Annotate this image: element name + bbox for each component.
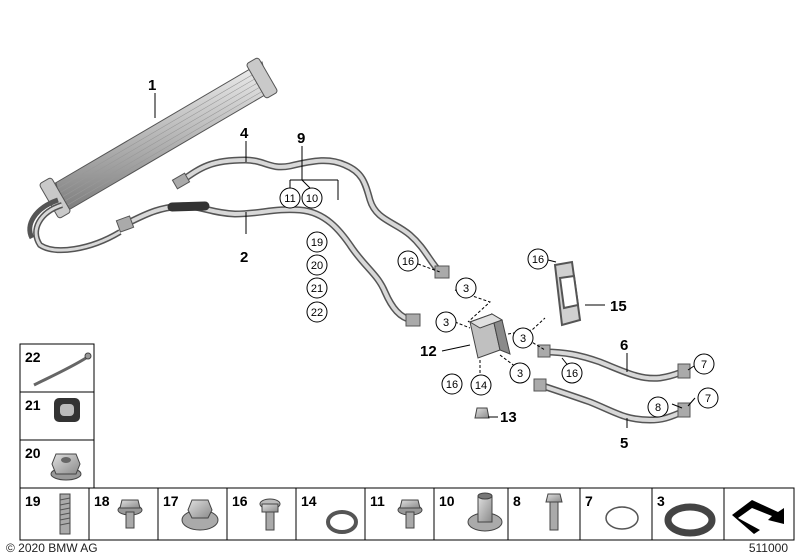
hex-bolt-icon xyxy=(397,499,423,529)
legend-3-label: 3 xyxy=(657,493,665,509)
circle-label-7a: 7 xyxy=(701,359,707,371)
collar-nut-icon xyxy=(50,453,82,481)
legend-7-label: 7 xyxy=(585,493,593,509)
circle-16a xyxy=(397,250,419,272)
legend-19-label: 19 xyxy=(25,493,41,509)
circle-14 xyxy=(470,374,492,396)
circle-label-10: 10 xyxy=(306,193,318,205)
circle-3c xyxy=(512,327,534,349)
callout-4: 4 xyxy=(240,125,249,142)
oil-line-5 xyxy=(533,378,691,424)
hex-bolt-icon xyxy=(117,499,143,529)
circled-labels xyxy=(279,187,719,418)
circle-3b xyxy=(435,311,457,333)
circle-label-16b: 16 xyxy=(532,254,544,266)
gasket-ring-icon xyxy=(664,503,716,537)
diagram-symbol-icon xyxy=(732,500,784,534)
grommet-icon xyxy=(54,398,80,422)
legend-17-label: 17 xyxy=(163,493,179,509)
circle-3a xyxy=(455,277,477,299)
circle-11 xyxy=(279,187,301,209)
oil-line-2 xyxy=(126,201,421,327)
circle-label-20: 20 xyxy=(311,260,323,272)
circle-label-19: 19 xyxy=(311,237,323,249)
circle-label-14: 14 xyxy=(475,380,487,392)
circle-16c xyxy=(561,362,583,384)
circle-21 xyxy=(306,277,328,299)
hex-bolt-icon xyxy=(545,493,563,531)
callout-5: 5 xyxy=(620,435,628,452)
legend-left: 22 21 20 xyxy=(19,343,95,489)
legend-bottom: 19 18 17 16 14 11 10 8 7 3 xyxy=(19,487,795,541)
circle-label-7b: 7 xyxy=(705,393,711,405)
oil-line-4 xyxy=(171,156,450,279)
legend-18-label: 18 xyxy=(94,493,110,509)
cooler-connector-pipes xyxy=(27,197,135,254)
circle-label-3b: 3 xyxy=(443,317,449,329)
circle-7a xyxy=(693,353,715,375)
circle-label-16d: 16 xyxy=(446,379,458,391)
circle-label-3d: 3 xyxy=(517,368,523,380)
callout-2: 2 xyxy=(240,249,248,266)
circle-label-16a: 16 xyxy=(402,256,414,268)
circle-8 xyxy=(647,396,669,418)
circle-3d xyxy=(509,362,531,384)
callout-6: 6 xyxy=(620,337,628,354)
legend-10-label: 10 xyxy=(439,493,455,509)
callout-9: 9 xyxy=(297,130,305,147)
cable-tie-icon xyxy=(33,352,92,387)
leader-lines xyxy=(154,93,696,428)
torx-bolt-icon xyxy=(259,498,281,531)
circle-20 xyxy=(306,254,328,276)
legend-14-label: 14 xyxy=(301,493,317,509)
stud-icon xyxy=(59,493,71,535)
mounting-bracket xyxy=(553,260,582,327)
circle-10 xyxy=(301,187,323,209)
legend-21-label: 21 xyxy=(25,397,41,413)
circle-label-22: 22 xyxy=(311,307,323,319)
callout-1: 1 xyxy=(148,77,156,94)
copyright-text: © 2020 BMW AG xyxy=(6,541,98,555)
circle-label-21: 21 xyxy=(311,283,323,295)
circle-label-16c: 16 xyxy=(566,368,578,380)
o-ring-icon xyxy=(326,510,358,534)
circle-22 xyxy=(306,301,328,323)
circle-16d xyxy=(441,373,463,395)
callout-labels: 1 4 9 2 15 12 6 13 5 xyxy=(148,77,628,452)
oil-line-6 xyxy=(537,344,691,382)
circle-label-8: 8 xyxy=(655,402,661,414)
circle-label-3a: 3 xyxy=(463,283,469,295)
circled-label-text: 11 10 19 20 21 22 16 3 3 16 3 16 14 3 16… xyxy=(284,193,711,414)
circle-19 xyxy=(306,231,328,253)
legend-22-label: 22 xyxy=(25,349,41,365)
circle-label-3c: 3 xyxy=(520,333,526,345)
callout-12: 12 xyxy=(420,343,437,360)
circle-label-11: 11 xyxy=(284,193,295,205)
spacer-sleeve-icon xyxy=(467,492,503,532)
legend-16-label: 16 xyxy=(232,493,248,509)
callout-13: 13 xyxy=(500,409,517,426)
nut-13 xyxy=(474,407,490,419)
legend-11-label: 11 xyxy=(370,493,385,509)
legend-20-label: 20 xyxy=(25,445,41,461)
thermostat-valve xyxy=(468,312,511,359)
flange-nut-icon xyxy=(181,499,219,531)
callout-15: 15 xyxy=(610,298,627,315)
circle-7b xyxy=(697,387,719,409)
diagram-number: 511000 xyxy=(748,541,788,555)
o-ring-icon xyxy=(605,506,639,530)
legend-8-label: 8 xyxy=(513,493,521,509)
circle-16b xyxy=(527,248,549,270)
